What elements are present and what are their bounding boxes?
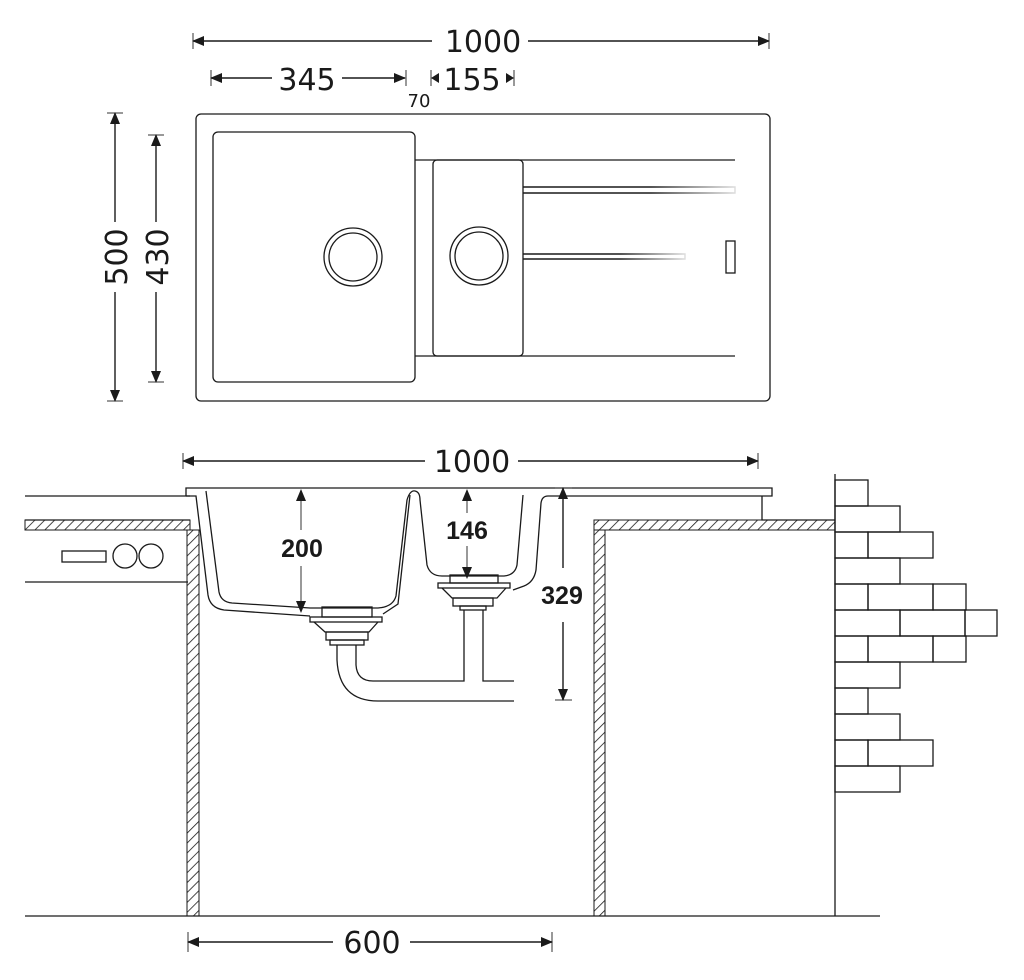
label-430: 430 bbox=[141, 228, 176, 285]
dimension-large-bowl: 345 bbox=[210, 63, 407, 98]
left-cabinet-wall bbox=[186, 529, 200, 917]
dimension-small-bowl-depth: 146 bbox=[446, 489, 488, 579]
label-1000-section: 1000 bbox=[434, 445, 510, 480]
dimension-cabinet-width: 600 bbox=[187, 926, 553, 961]
small-bowl bbox=[432, 159, 524, 357]
large-bowl bbox=[212, 131, 416, 383]
section-view: 1000 bbox=[24, 445, 998, 961]
label-200: 200 bbox=[281, 535, 323, 563]
label-329: 329 bbox=[541, 582, 583, 610]
dimension-bowl-depth: 430 bbox=[141, 134, 176, 383]
label-600: 600 bbox=[343, 926, 400, 961]
appliance-panel bbox=[61, 543, 164, 569]
dimension-overall-width: 1000 bbox=[192, 25, 770, 60]
drainer-grooves bbox=[523, 186, 736, 328]
large-drain-icon bbox=[323, 227, 383, 287]
label-500: 500 bbox=[100, 228, 135, 285]
label-1000: 1000 bbox=[445, 25, 521, 60]
top-view: 1000 345 70 155 500 430 bbox=[100, 25, 771, 402]
dimension-section-width: 1000 bbox=[182, 445, 759, 480]
label-345: 345 bbox=[278, 63, 335, 98]
dimension-overall-depth: 500 bbox=[100, 112, 135, 402]
sink-profile bbox=[185, 487, 835, 702]
knob-icon bbox=[138, 543, 164, 569]
right-cabinet-wall bbox=[593, 529, 606, 917]
sink-outline bbox=[195, 113, 771, 402]
label-146: 146 bbox=[446, 517, 488, 545]
overflow-slot bbox=[725, 240, 736, 274]
dimension-large-bowl-depth: 200 bbox=[281, 489, 323, 613]
brick-wall bbox=[834, 479, 998, 793]
dimension-total-height: 329 bbox=[541, 487, 583, 701]
dimension-small-bowl: 155 bbox=[430, 63, 515, 98]
knob-icon bbox=[112, 543, 138, 569]
small-drain-icon bbox=[449, 226, 509, 286]
label-155: 155 bbox=[443, 63, 500, 98]
label-70: 70 bbox=[408, 91, 431, 112]
